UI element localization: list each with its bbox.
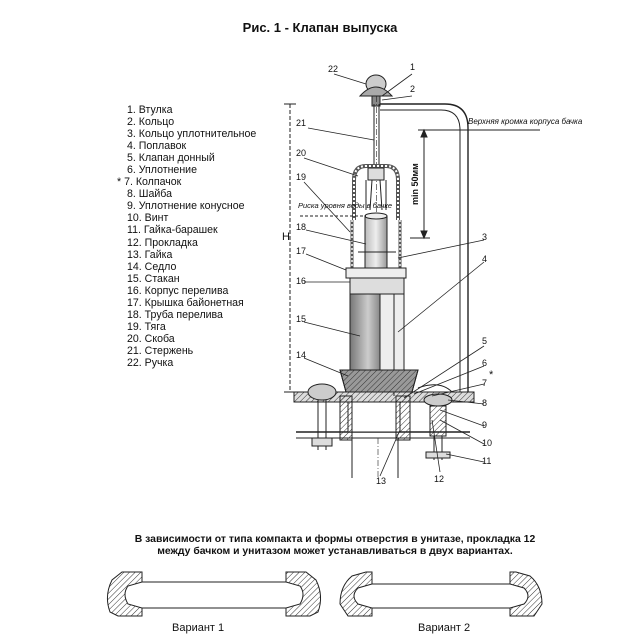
handle-assembly (358, 74, 394, 240)
callout-19: 19 (296, 172, 306, 182)
installation-note-line: между бачком и унитазом может устанавлив… (157, 546, 513, 557)
callout-12: 12 (434, 474, 444, 484)
callout-4: 4 (482, 254, 487, 264)
tank-edge-label: Верхняя кромка корпуса бачка (468, 117, 583, 126)
water-mark-label: Риска уровня воды в бачке (298, 201, 392, 210)
left-bolt (307, 383, 337, 450)
min-label: min 50мм (410, 163, 420, 205)
callout-14: 14 (296, 350, 306, 360)
callout-6: 6 (482, 358, 487, 368)
valve-drawing: Н min 50мм (282, 62, 583, 486)
parts-list-item: 2. Кольцо (127, 116, 175, 129)
parts-list-item: 9. Уплотнение конусное (127, 200, 245, 213)
parts-list-item: 22. Ручка (127, 356, 174, 369)
parts-list-item: 4. Поплавок (127, 140, 187, 153)
callout-15: 15 (296, 314, 306, 324)
float-assembly (349, 277, 405, 396)
parts-list-item: 20. Скоба (127, 332, 175, 345)
variant-1-label: Вариант 1 (172, 622, 225, 634)
parts-list-item: 13. Гайка (127, 248, 173, 261)
callout-star: * (489, 369, 494, 381)
right-fixing (423, 393, 453, 460)
parts-list: 1. Втулка 2. Кольцо 3. Кольцо уплотнител… (117, 104, 257, 369)
callout-7: 7 (482, 378, 487, 388)
gasket-variant-2 (339, 571, 543, 617)
height-dimension: Н (282, 103, 296, 393)
callout-11: 11 (482, 456, 491, 466)
callout-9: 9 (482, 420, 487, 430)
parts-list-item: 14. Седло (127, 260, 177, 273)
parts-list-item: 21. Стержень (127, 344, 194, 357)
gasket-variant-1 (106, 571, 322, 617)
callout-20: 20 (296, 148, 306, 158)
parts-list-item: 1. Втулка (127, 104, 173, 116)
callout-5: 5 (482, 336, 487, 346)
parts-list-item: 6. Уплотнение (127, 164, 197, 177)
height-label: Н (282, 231, 290, 243)
parts-list-item: 12. Прокладка (127, 236, 198, 249)
callout-8: 8 (482, 398, 487, 408)
installation-note-line: В зависимости от типа компакта и формы о… (134, 534, 536, 545)
callout-10: 10 (482, 438, 492, 448)
callout-16: 16 (296, 276, 306, 286)
callout-leaders (303, 73, 485, 477)
bayonet-cap (345, 267, 407, 279)
tank-edge-label-text: Верхняя кромка корпуса бачка (468, 117, 583, 126)
callout-22: 22 (328, 64, 338, 74)
parts-list-item: * 7. Колпачок (117, 176, 182, 189)
parts-list-item: 15. Стакан (127, 272, 180, 285)
parts-list-item: 5. Клапан донный (127, 152, 215, 165)
gasket-variants (106, 571, 543, 617)
parts-list-item: 3. Кольцо уплотнительное (127, 128, 257, 141)
callout-3: 3 (482, 232, 487, 242)
parts-list-item: 18. Труба перелива (127, 308, 223, 321)
parts-list-item: 16. Корпус перелива (127, 284, 229, 297)
installation-note: В зависимости от типа компакта и формы о… (100, 534, 570, 558)
callout-17: 17 (296, 246, 306, 256)
callout-21: 21 (296, 118, 306, 128)
variant-2-label: Вариант 2 (418, 622, 471, 634)
callout-1: 1 (410, 62, 415, 72)
parts-list-item: 8. Шайба (127, 188, 173, 201)
overflow-tube (358, 212, 396, 269)
callout-2: 2 (410, 84, 415, 94)
figure-title: Рис. 1 - Клапан выпуска (242, 20, 398, 35)
parts-list-item: 10. Винт (127, 212, 169, 225)
valve-seat (339, 369, 419, 478)
callout-13: 13 (376, 476, 386, 486)
parts-list-item: 17. Крышка байонетная (127, 296, 244, 309)
min-dimension: min 50мм (410, 128, 470, 240)
parts-list-item: 19. Тяга (127, 320, 166, 333)
parts-list-item: 11. Гайка-барашек (127, 224, 218, 237)
callout-numbers: 22 1 2 21 20 19 18 17 16 15 14 3 4 5 6 7… (296, 62, 494, 486)
callout-18: 18 (296, 222, 306, 232)
